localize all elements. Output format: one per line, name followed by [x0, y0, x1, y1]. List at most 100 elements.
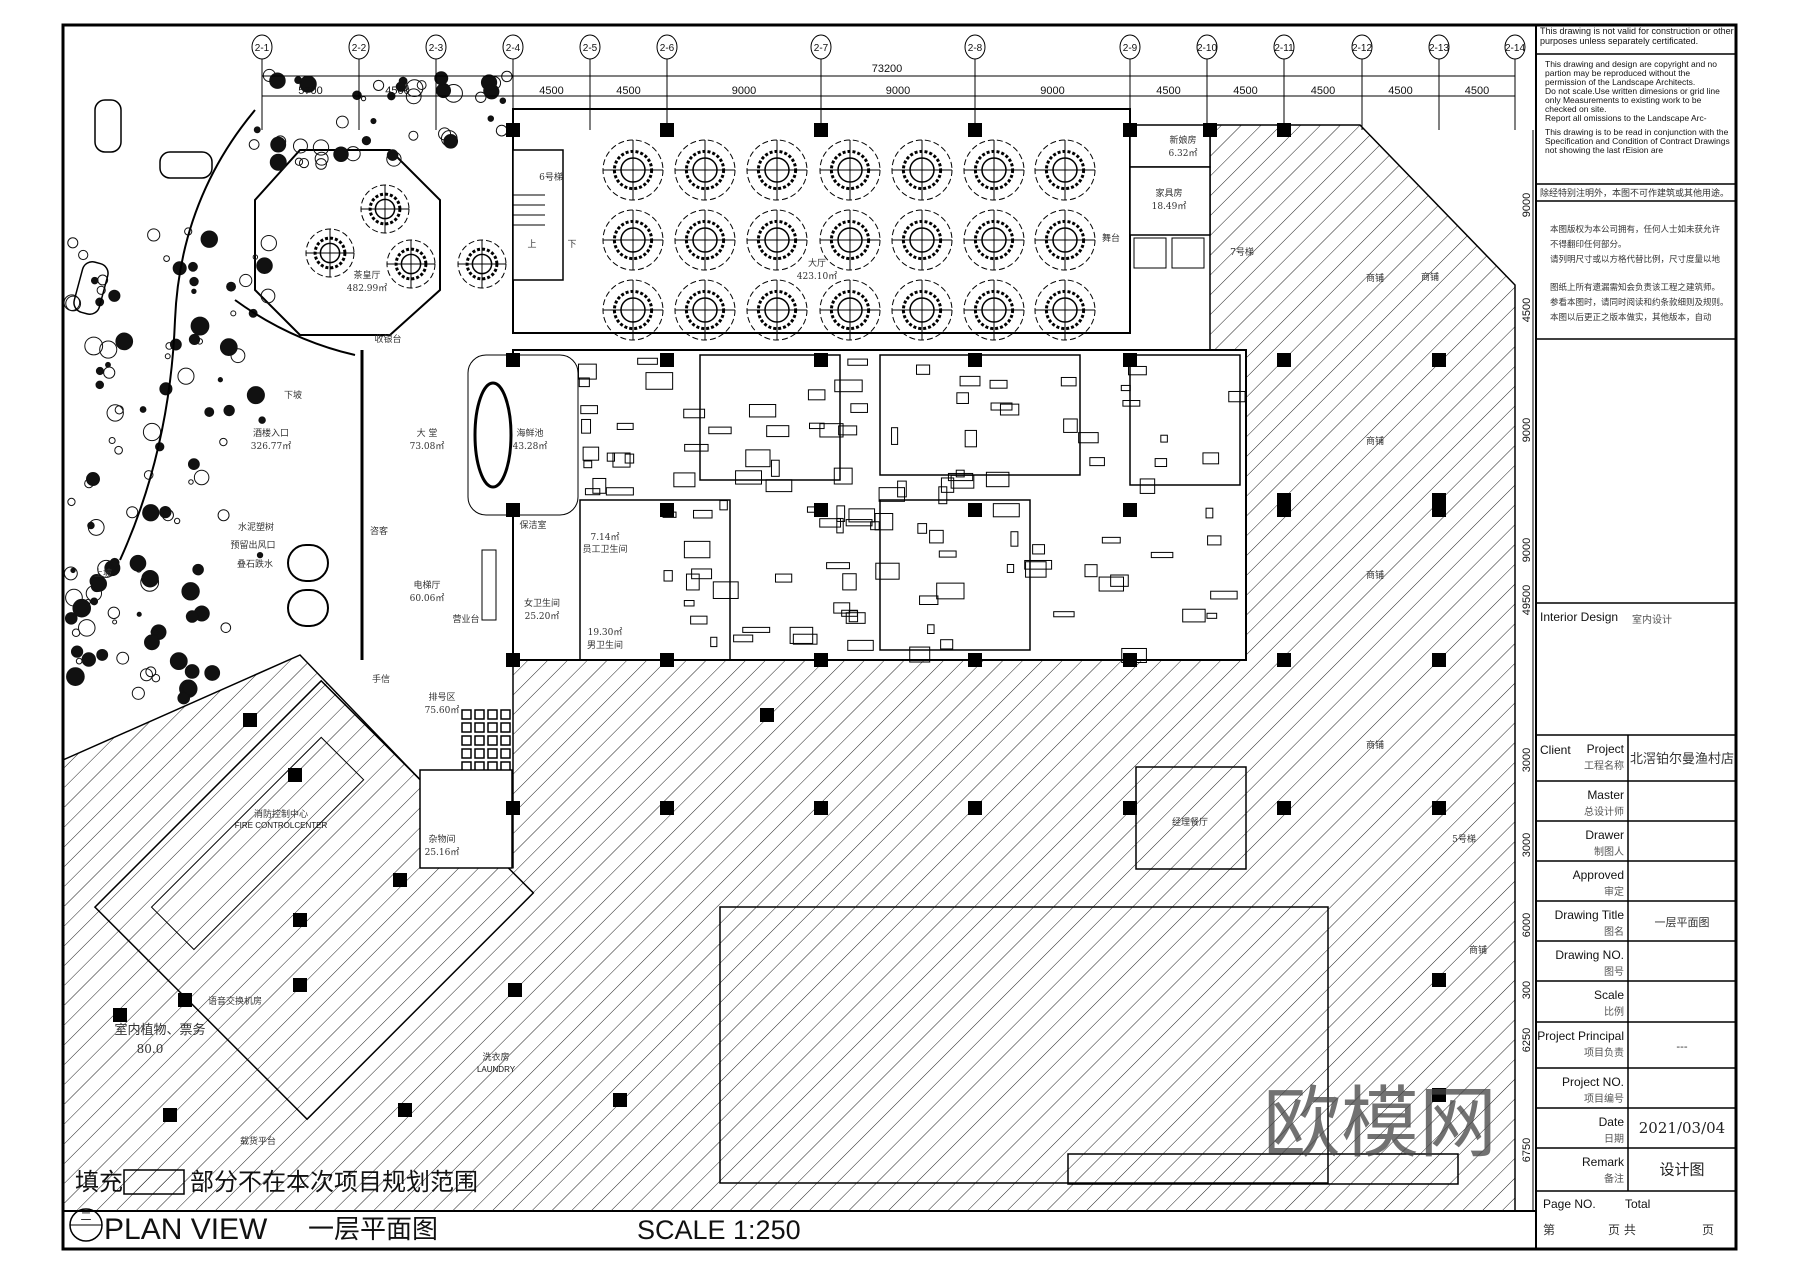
column: [288, 768, 302, 782]
planting: [499, 97, 507, 104]
grid-bubble: [810, 34, 832, 60]
kitchen-fixture: [683, 540, 711, 559]
planting: [161, 509, 174, 522]
kitchen-fixture: [581, 418, 592, 434]
queue-area-label: 75.60㎡: [425, 705, 460, 716]
reception-desk-label: 营业台: [452, 613, 479, 625]
planting: [64, 612, 78, 625]
waiting-seat: [461, 748, 472, 759]
column: [968, 801, 982, 815]
grid-axis-label: 2-9: [1123, 43, 1138, 54]
dimension-label: 9000: [732, 85, 756, 97]
kitchen-fixture: [583, 460, 593, 469]
planting: [217, 509, 230, 522]
scale-label: SCALE 1:250: [637, 1215, 801, 1245]
plan-view-title: PLAN VIEW: [104, 1213, 268, 1246]
kitchen-fixture: [919, 595, 939, 605]
planting: [260, 288, 276, 304]
kitchen-fixture: [838, 425, 858, 436]
kitchen-fixture: [578, 377, 590, 388]
total-label: Total: [1625, 1197, 1650, 1211]
manager-dining-outline: [1135, 766, 1247, 870]
dimension-label: 4500: [539, 85, 563, 97]
column: [113, 1008, 127, 1022]
planting: [246, 386, 265, 405]
planting: [480, 74, 498, 91]
watermark-logo: 欧模网: [1263, 1079, 1497, 1169]
main-hall-area-label: 423.10㎡: [797, 271, 838, 282]
planting: [177, 691, 191, 705]
elevator-hall-area-label: 60.06㎡: [410, 593, 445, 604]
car-icons: [73, 99, 213, 315]
column: [293, 978, 307, 992]
cn-para-line: 不得翻印任何部分。: [1550, 239, 1627, 250]
planting: [200, 230, 218, 248]
reception-counter: [481, 549, 497, 621]
column: [1277, 493, 1291, 507]
kitchen-fixture: [848, 610, 859, 623]
kitchen-fixture: [1110, 574, 1129, 587]
title-block-label-cn: 项目负责: [1584, 1046, 1624, 1059]
planting: [230, 310, 237, 317]
kitchen-fixture: [745, 449, 771, 468]
waiting-seat: [500, 722, 511, 733]
planting: [65, 295, 82, 312]
ramp-edge: [119, 109, 256, 561]
planting: [248, 139, 260, 150]
gifts-label: 手信: [372, 673, 390, 685]
title-block-label-cn: 制图人: [1594, 845, 1624, 858]
planting: [405, 79, 424, 98]
fire-control-en-label: FIRE CONTROLCENTER: [235, 821, 328, 830]
title-block-label-cn: 比例: [1604, 1005, 1624, 1018]
planting: [269, 153, 287, 171]
planting: [143, 470, 154, 480]
column: [243, 713, 257, 727]
planting: [256, 257, 273, 274]
planting: [386, 149, 399, 161]
ramp-edge: [234, 299, 356, 356]
column: [814, 801, 828, 815]
planting: [333, 146, 349, 162]
planting: [192, 563, 204, 576]
kitchen-fixture: [1205, 507, 1214, 519]
kitchen-fixture: [735, 470, 762, 485]
hall-tables: [602, 139, 1096, 341]
planting: [219, 338, 238, 356]
column: [660, 503, 674, 517]
planting: [142, 422, 162, 442]
planting: [487, 115, 495, 122]
planting: [361, 135, 372, 146]
plants-area-label: 80.0: [137, 1042, 164, 1056]
planting: [114, 405, 124, 415]
planting: [434, 71, 449, 86]
grid-axis-label: 2-6: [660, 43, 675, 54]
structural-columns: [113, 123, 1446, 1122]
kitchen-fixture: [1101, 536, 1121, 544]
title-block-label: Drawing Title: [1555, 908, 1625, 922]
interior-design-cn-label: 室内设计: [1632, 613, 1672, 626]
grid-axis-label: 2-14: [1505, 43, 1525, 54]
kitchen-fixture: [850, 403, 868, 413]
planting: [173, 517, 181, 525]
planting: [63, 294, 81, 311]
kitchen-room: [879, 499, 1031, 651]
planting: [256, 551, 264, 559]
title-block-label: Date: [1599, 1115, 1625, 1129]
column: [660, 801, 674, 815]
column: [760, 708, 774, 722]
planting: [219, 437, 228, 447]
title-block-label-cn: 图号: [1604, 966, 1624, 978]
dimension-label: 4500: [1156, 85, 1180, 97]
queue-label: 排号区: [428, 691, 455, 703]
column: [1203, 123, 1217, 137]
grid-axis-label: 2-1: [255, 43, 270, 54]
planting: [260, 234, 277, 252]
planting: [495, 124, 508, 137]
phone-room-label: 语音交换机房: [208, 995, 262, 1007]
page-cn-2: 页 共: [1608, 1223, 1636, 1237]
car-icon: [73, 261, 109, 315]
overall-dimension: 73200: [872, 63, 903, 75]
title-block-label: Drawer: [1585, 828, 1624, 842]
kitchen-fixture: [616, 422, 634, 430]
planting: [163, 255, 170, 262]
